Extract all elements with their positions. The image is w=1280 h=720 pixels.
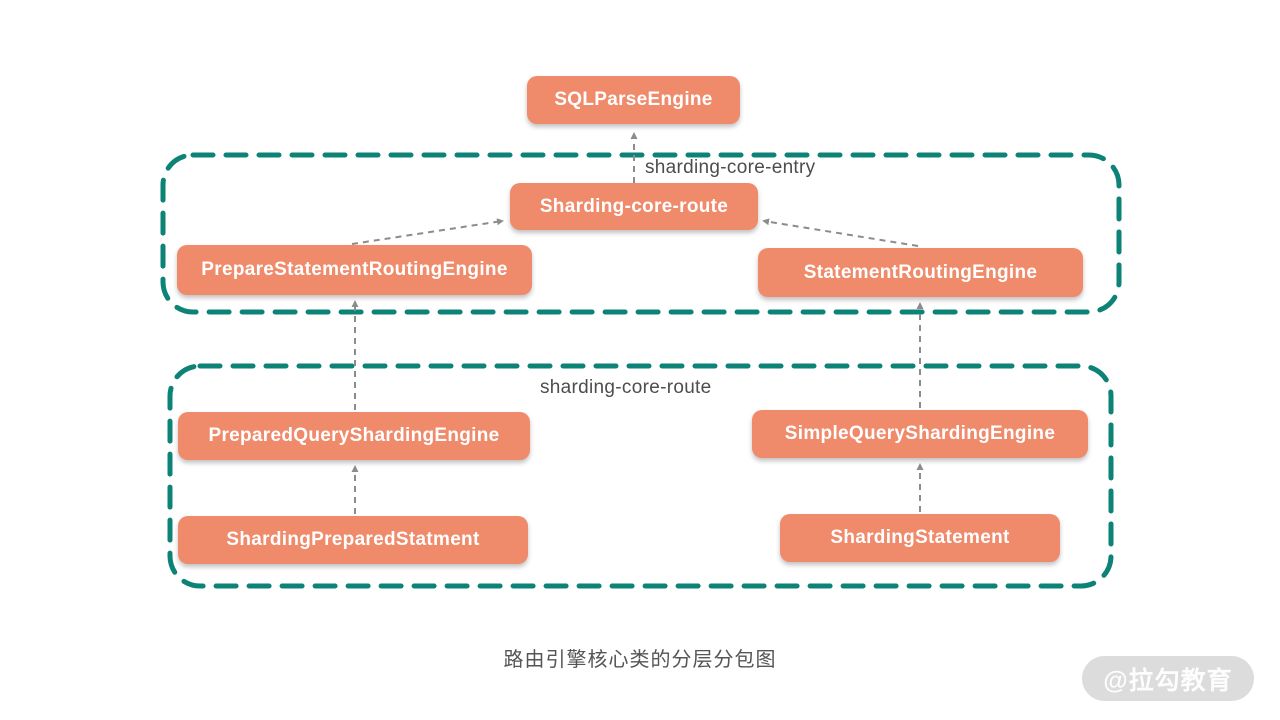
group-label-sharding-core-route: sharding-core-route bbox=[540, 377, 712, 398]
edge-statement-routing-to-core-route bbox=[762, 218, 919, 247]
diagram-caption: 路由引擎核心类的分层分包图 bbox=[503, 649, 777, 671]
group-box-sharding-core-route bbox=[167, 363, 1114, 589]
node-preparedqueryshardingengine: PreparedQueryShardingEngine bbox=[178, 412, 530, 460]
node-sharding-core-route: Sharding-core-route bbox=[510, 183, 758, 230]
watermark-badge: @拉勾教育 bbox=[1082, 656, 1254, 701]
node-shardingpreparedstatment: ShardingPreparedStatment bbox=[178, 516, 528, 564]
node-statementroutingengine: StatementRoutingEngine bbox=[758, 248, 1083, 297]
group-box-sharding-core-entry bbox=[160, 152, 1122, 315]
node-preparestatementroutingengine: PrepareStatementRoutingEngine bbox=[177, 245, 532, 295]
node-shardingstatement: ShardingStatement bbox=[780, 514, 1060, 562]
group-label-sharding-core-entry: sharding-core-entry bbox=[645, 157, 816, 178]
node-sqlparseengine: SQLParseEngine bbox=[527, 76, 740, 124]
edge-prepare-routing-to-core-route bbox=[351, 218, 504, 245]
node-simplequeryshardingengine: SimpleQueryShardingEngine bbox=[752, 410, 1088, 458]
